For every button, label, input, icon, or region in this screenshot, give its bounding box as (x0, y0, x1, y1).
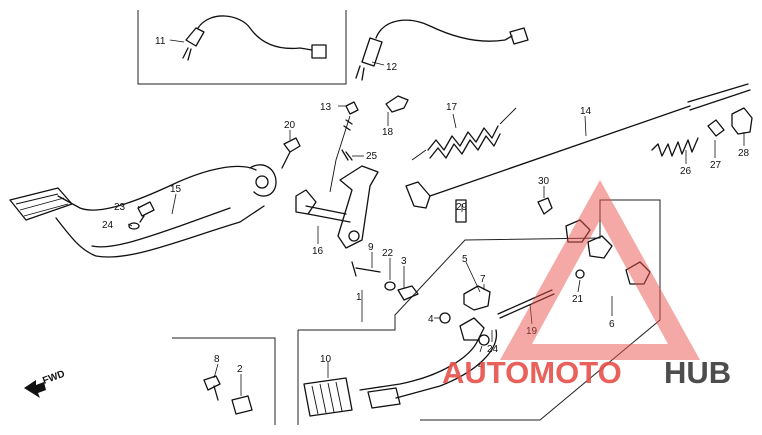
callout-13: 13 (320, 102, 332, 113)
callout-4: 4 (428, 314, 434, 325)
callout-21: 21 (572, 294, 584, 305)
callout-3: 3 (401, 256, 407, 267)
callout-1: 1 (356, 292, 362, 303)
clip-part (385, 95, 409, 113)
pedal-bolt-part (137, 201, 155, 223)
forward-direction-indicator: FWD (24, 369, 66, 398)
adjuster-rod-part (497, 289, 555, 319)
callout-11: 11 (155, 36, 166, 47)
watermark-text-secondary: HUB (664, 355, 731, 390)
brake-rod-part (405, 83, 751, 209)
callout-24: 24 (102, 220, 114, 231)
switch-group-frame (137, 10, 347, 85)
callout-15: 15 (170, 184, 182, 195)
nut-part (575, 269, 585, 279)
footrest-bolt-part (351, 261, 381, 277)
callout-12: 12 (386, 62, 398, 73)
bracket-bolt-part (537, 197, 553, 215)
washer-part (439, 312, 451, 324)
pivot-bolt-frame (172, 337, 276, 425)
washer-part (384, 281, 396, 291)
callout-18: 18 (382, 127, 394, 138)
brake-pedal-part (9, 164, 277, 258)
callout-23: 23 (114, 202, 126, 213)
callout-22: 22 (382, 248, 394, 259)
cotter-pin-part (341, 149, 353, 161)
pivot-bolt-part (281, 137, 301, 169)
callout-labels: 1 2 3 4 4 5 6 7 8 9 10 11 12 13 14 15 16… (102, 36, 750, 375)
adjusting-nut-part (731, 107, 753, 135)
joint-assembly-part (565, 219, 651, 285)
pedal-lever-part (303, 317, 498, 417)
callout-6: 6 (609, 319, 615, 330)
callout-24: 24 (487, 344, 499, 355)
callout-30: 30 (538, 176, 550, 187)
arrow-left-icon (24, 380, 46, 398)
leader-lines (127, 39, 745, 396)
brake-switch-part (182, 15, 327, 61)
callout-10: 10 (320, 354, 332, 365)
brake-arm-part (295, 165, 379, 249)
callout-27: 27 (710, 160, 722, 171)
collar-part (397, 285, 419, 301)
joint-pin-part (455, 199, 467, 223)
callout-5: 5 (462, 254, 468, 265)
watermark-text-primary: AUTOMOTO (442, 355, 622, 390)
rear-switch-part (355, 19, 529, 81)
rod-pin-part (707, 119, 725, 137)
callout-14: 14 (580, 106, 592, 117)
callout-25: 25 (366, 151, 378, 162)
washer-part (478, 334, 490, 346)
callout-8: 8 (214, 354, 220, 365)
callout-28: 28 (738, 148, 750, 159)
callout-4: 4 (478, 360, 484, 371)
lower-collar-part (231, 395, 253, 415)
callout-17: 17 (446, 102, 458, 113)
callout-26: 26 (680, 166, 692, 177)
callout-7: 7 (480, 274, 486, 285)
return-spring-part (411, 107, 517, 161)
lower-bolt-part (203, 375, 221, 401)
pedal-washer-part (128, 222, 140, 230)
watermark: AUTOMOTO HUB (442, 180, 731, 390)
switch-spring-part (329, 101, 359, 193)
callout-29: 29 (456, 202, 468, 213)
bushing-part (463, 285, 491, 311)
callout-16: 16 (312, 246, 324, 257)
pedal-assembly-frame (297, 199, 661, 425)
warning-triangle-icon (500, 180, 700, 360)
callout-20: 20 (284, 120, 296, 131)
rod-spring-part (651, 137, 699, 157)
callout-2: 2 (237, 364, 243, 375)
callout-9: 9 (368, 242, 374, 253)
callout-19: 19 (526, 326, 538, 337)
fwd-label: FWD (41, 369, 66, 387)
